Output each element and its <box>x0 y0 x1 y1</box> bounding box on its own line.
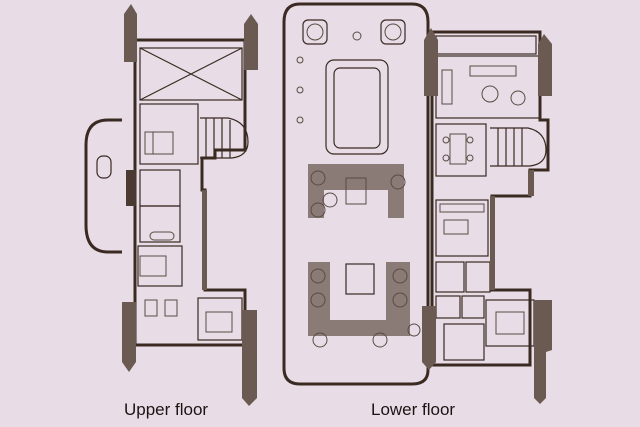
terrace-lounge-upper <box>308 164 404 218</box>
lower-pylon-bottom-left <box>422 306 436 370</box>
lower-dining-room <box>435 123 487 177</box>
upper-pylon-bottom-right <box>242 310 257 406</box>
upper-pylon-bottom-left <box>122 302 136 372</box>
lower-kitchen <box>435 199 489 257</box>
lower-pylon-bottom-right <box>534 300 552 404</box>
upper-bedroom-3 <box>197 297 243 341</box>
outdoor-terrace-outline <box>282 2 430 386</box>
terrace-lounge-lower <box>308 262 410 336</box>
upper-floor-caption: Upper floor <box>124 400 209 419</box>
upper-floor-outline <box>133 38 247 347</box>
upper-void <box>139 47 243 101</box>
upper-master-bedroom <box>139 103 199 165</box>
terrace-pool <box>325 59 389 155</box>
upper-spiral-stair <box>200 117 249 159</box>
lower-bedroom <box>485 299 535 347</box>
lower-floor-plan <box>282 2 552 404</box>
upper-balcony-outline <box>84 118 122 254</box>
upper-pylon-top-left <box>124 4 137 62</box>
lower-spiral-stair <box>490 127 547 167</box>
lower-pylon-top-right <box>538 34 552 96</box>
upper-bedroom-2 <box>137 245 183 287</box>
lower-balcony-top <box>435 35 537 55</box>
upper-floor-plan <box>84 4 258 406</box>
lower-floor-caption: Lower floor <box>371 400 456 419</box>
upper-pylon-top-right <box>244 14 258 70</box>
lower-pylon-top-left <box>424 28 438 96</box>
